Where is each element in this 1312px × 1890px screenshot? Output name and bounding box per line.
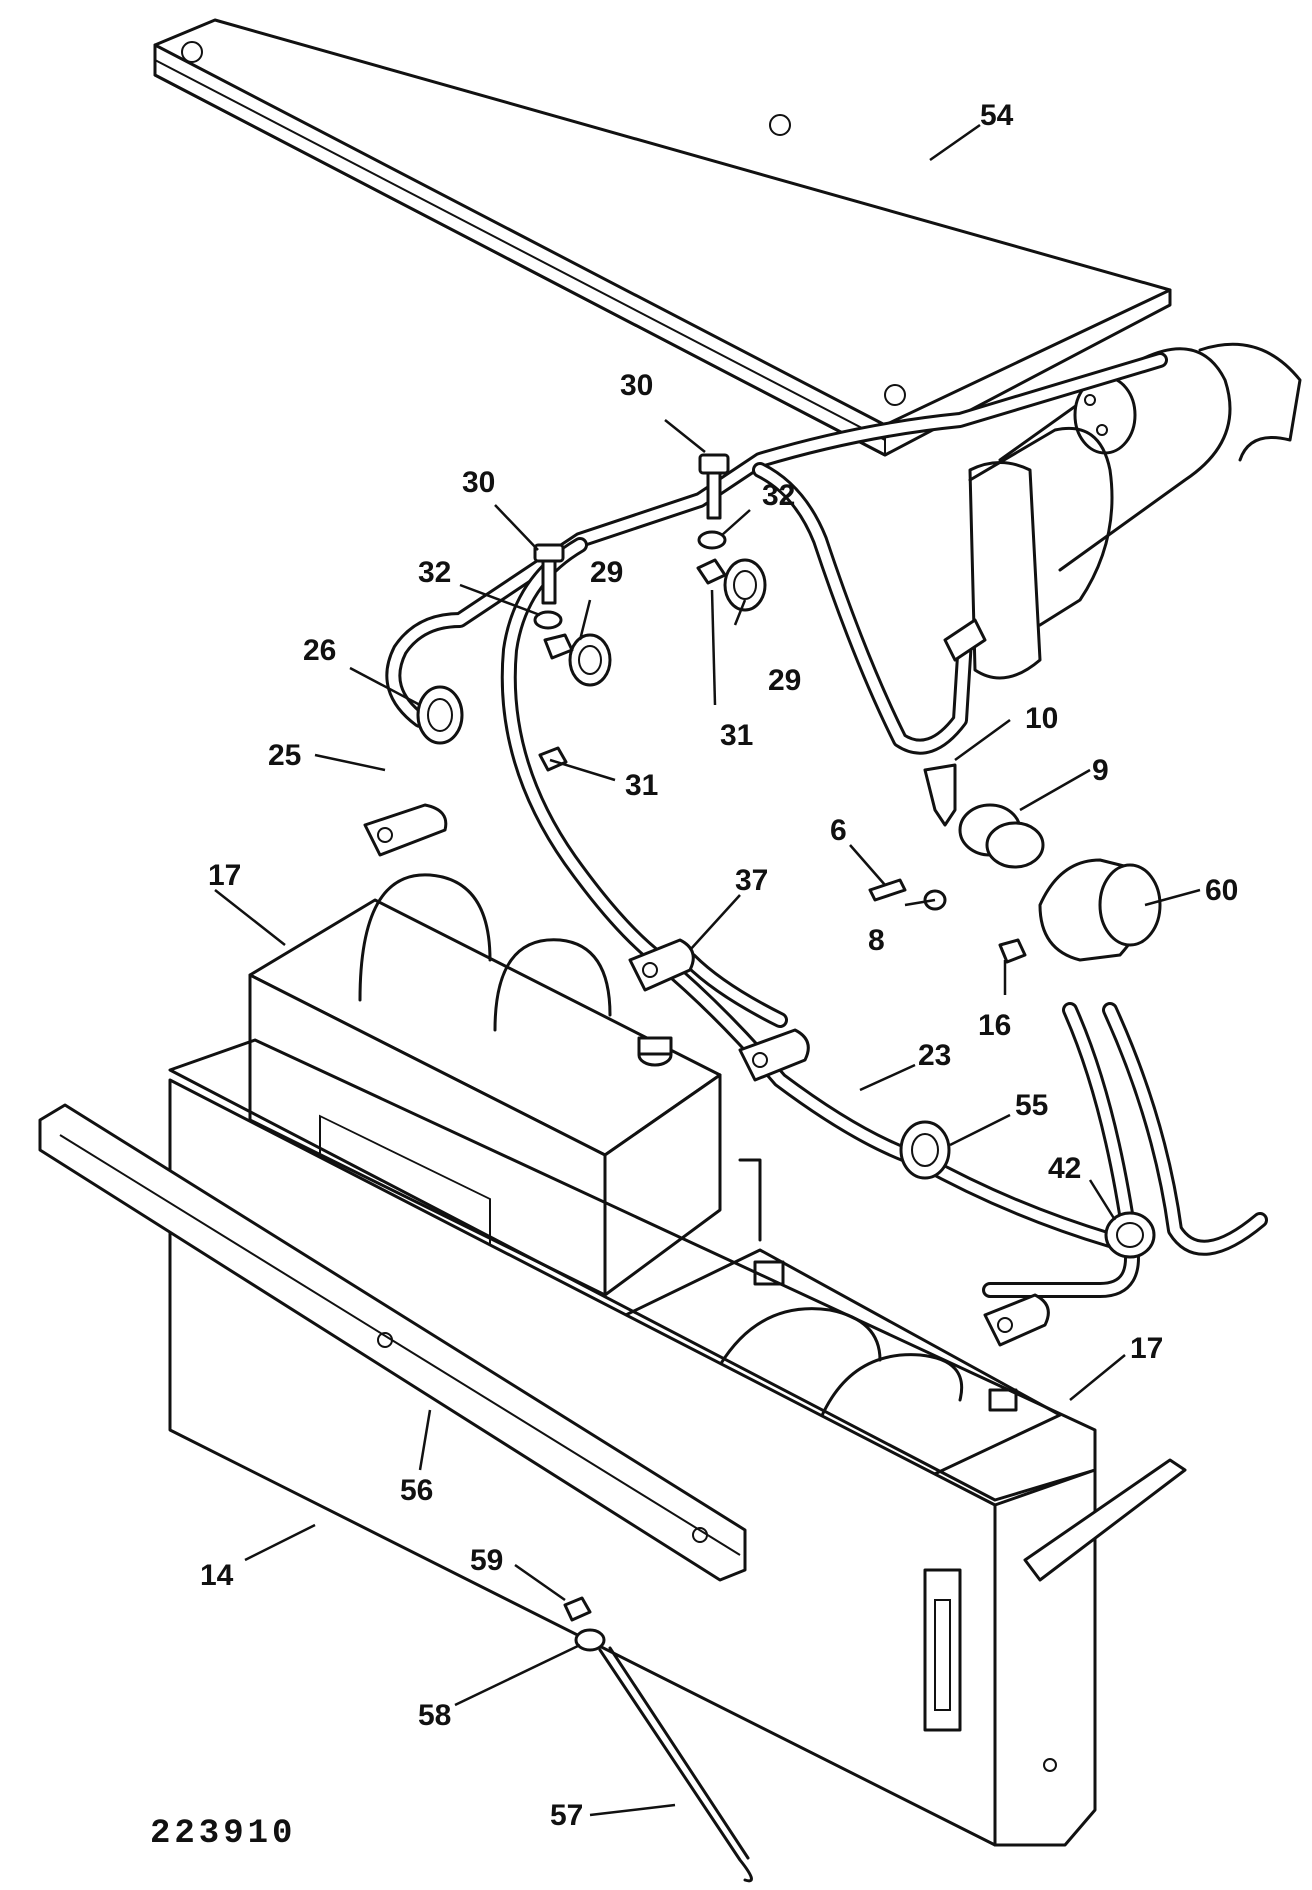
callout-16: 16: [978, 1009, 1011, 1042]
callout-57: 57: [550, 1799, 583, 1832]
callout-37: 37: [735, 864, 768, 897]
callout-9: 9: [1092, 754, 1109, 787]
callout-10: 10: [1025, 702, 1058, 735]
drawing-number: 223910: [150, 1815, 296, 1853]
callout-14: 14: [200, 1559, 234, 1592]
battery-cables: [385, 352, 1268, 1298]
battery-terminals: [363, 618, 1050, 1347]
callout-30-lower: 30: [462, 466, 495, 499]
tie-rod-assembly: [563, 1596, 753, 1883]
leader-lines: [214, 123, 1201, 1817]
callout-8: 8: [868, 924, 885, 957]
fasteners: [533, 453, 1027, 964]
callout-23: 23: [918, 1039, 951, 1072]
callout-25: 25: [268, 739, 301, 772]
callout-56: 56: [400, 1474, 433, 1507]
callout-29-left: 29: [590, 556, 623, 589]
callout-42: 42: [1048, 1152, 1081, 1185]
callout-54: 54: [980, 99, 1014, 132]
starter-motor: [968, 342, 1302, 680]
callout-58: 58: [418, 1699, 451, 1732]
callout-29-right: 29: [768, 664, 801, 697]
callout-17-left: 17: [208, 859, 241, 892]
callout-32-left: 32: [418, 556, 451, 589]
callout-17-right: 17: [1130, 1332, 1163, 1365]
callout-32-right: 32: [762, 479, 795, 512]
callout-59: 59: [470, 1544, 503, 1577]
callout-60: 60: [1205, 874, 1238, 907]
cover-plate: [153, 18, 1172, 457]
solenoid: [1038, 858, 1162, 962]
battery-large: [248, 873, 722, 1297]
callout-30-upper: 30: [620, 369, 653, 402]
clamp-bar: [38, 1103, 1187, 1582]
isolator-switch: [923, 763, 1045, 869]
callout-55: 55: [1015, 1089, 1048, 1122]
callout-31-lower: 31: [625, 769, 658, 802]
grommets: [416, 558, 1156, 1259]
callout-31-upper: 31: [720, 719, 753, 752]
callout-26: 26: [303, 634, 336, 667]
callout-labels: 54 30 30 32 32 29 29 26 25 31 31 10 9 6 …: [200, 99, 1238, 1832]
callout-6: 6: [830, 814, 847, 847]
